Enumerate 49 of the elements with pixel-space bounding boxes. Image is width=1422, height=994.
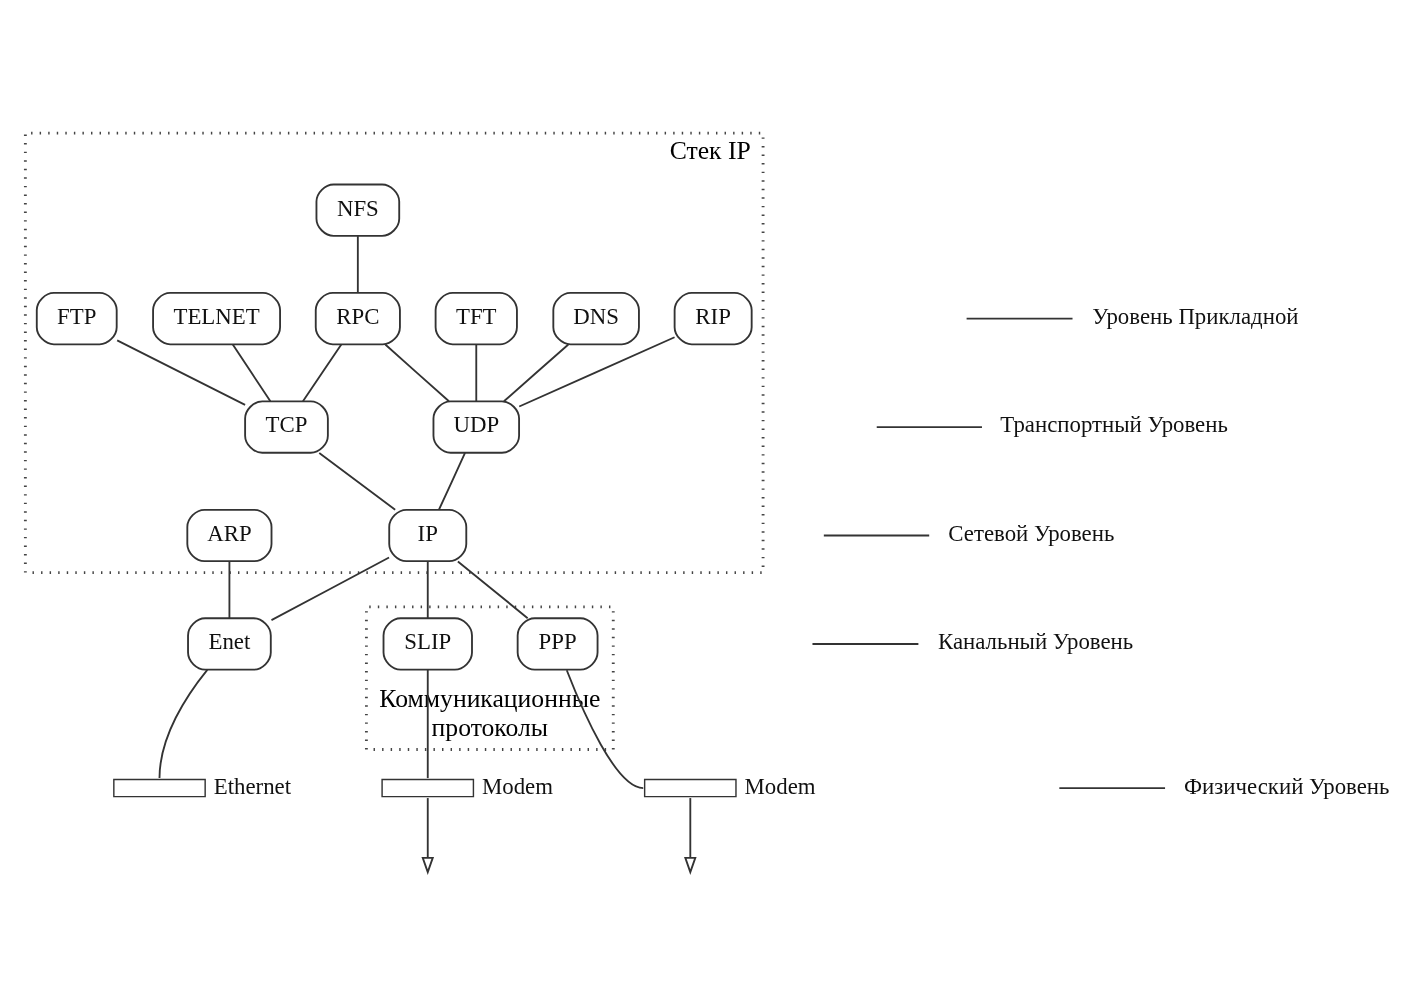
node-box (381, 778, 475, 797)
node-box: RPC (314, 291, 401, 345)
connector (158, 668, 209, 779)
connector (811, 642, 920, 645)
arrow (421, 796, 435, 875)
node-text: Уровень Прикладной (1092, 303, 1299, 329)
connector (822, 534, 931, 536)
node-text: Физический Уровень (1184, 773, 1390, 798)
node-box: UDP (432, 399, 520, 454)
connector (270, 556, 390, 621)
connector (231, 343, 272, 402)
node-box: IP (388, 508, 468, 562)
node-box: TCP (244, 399, 329, 454)
connector (518, 335, 676, 407)
node-label: Modem (481, 773, 553, 798)
node-box: DNS (552, 291, 640, 345)
node-box: ARP (186, 508, 273, 562)
node-box: RIP (673, 291, 753, 345)
connector (302, 343, 343, 402)
node-box: FTP (35, 291, 118, 345)
connector (456, 560, 529, 619)
connector (875, 425, 983, 428)
node-box (643, 778, 737, 797)
connector (228, 560, 231, 619)
connector (438, 451, 466, 511)
connector (384, 343, 450, 402)
connector (503, 343, 570, 402)
node-text: Сетевой Уровень (948, 520, 1115, 546)
node-box: Enet (187, 616, 272, 671)
connector (116, 339, 247, 406)
connector (475, 343, 478, 402)
connector (565, 668, 645, 789)
connector (356, 234, 359, 294)
node-text: Транспортный Уровень (1000, 411, 1228, 437)
connector (426, 560, 429, 619)
node-box: SLIP (382, 616, 473, 671)
connector (426, 668, 429, 779)
arrow (684, 796, 697, 875)
node-label: Ethernet (213, 773, 292, 798)
node-box: PPP (516, 616, 599, 671)
connector (965, 317, 1074, 320)
node-label: Modem (744, 773, 816, 798)
node-box (113, 778, 206, 797)
node-box: TELNET (152, 291, 281, 345)
connector (318, 451, 397, 511)
connector (1058, 786, 1166, 789)
node-box: TFT (434, 291, 518, 345)
node-text: Канальный Уровень (937, 628, 1134, 654)
node-box: NFS (315, 183, 401, 237)
